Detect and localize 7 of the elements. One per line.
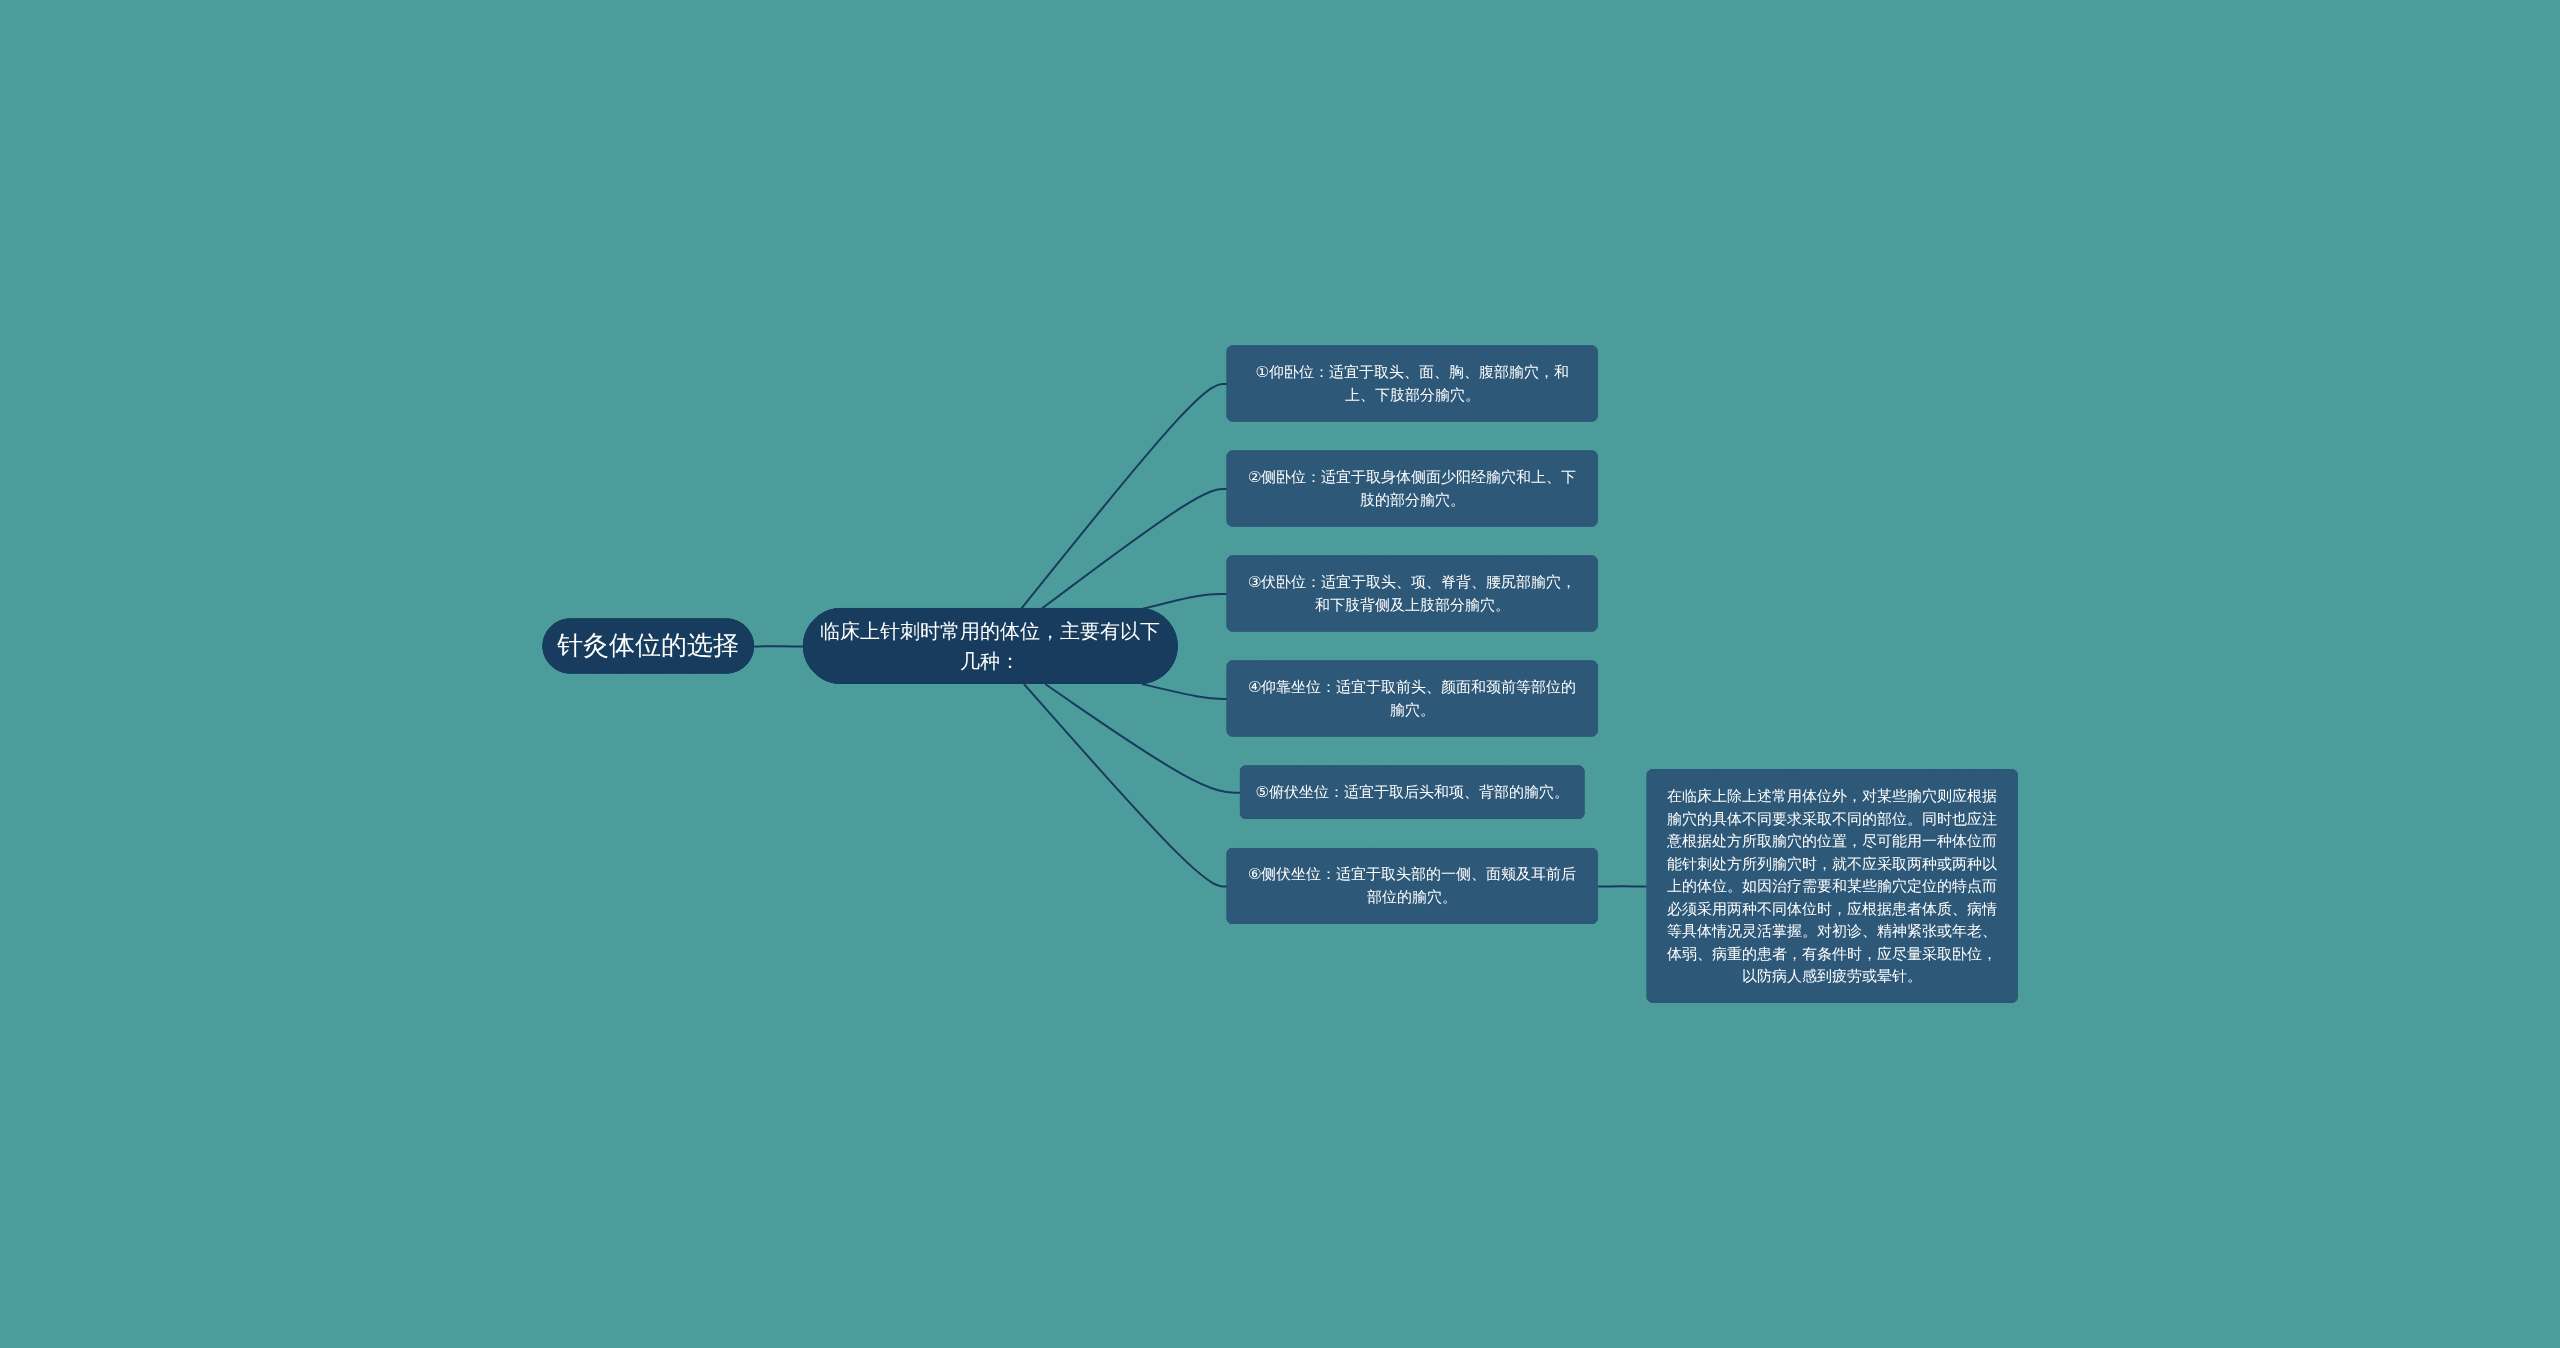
connector <box>1040 487 1229 610</box>
connector <box>1140 682 1229 700</box>
connector <box>1020 382 1229 610</box>
connector <box>1044 682 1242 794</box>
connector <box>752 645 805 648</box>
connector <box>1596 885 1649 888</box>
connector <box>1022 682 1229 888</box>
